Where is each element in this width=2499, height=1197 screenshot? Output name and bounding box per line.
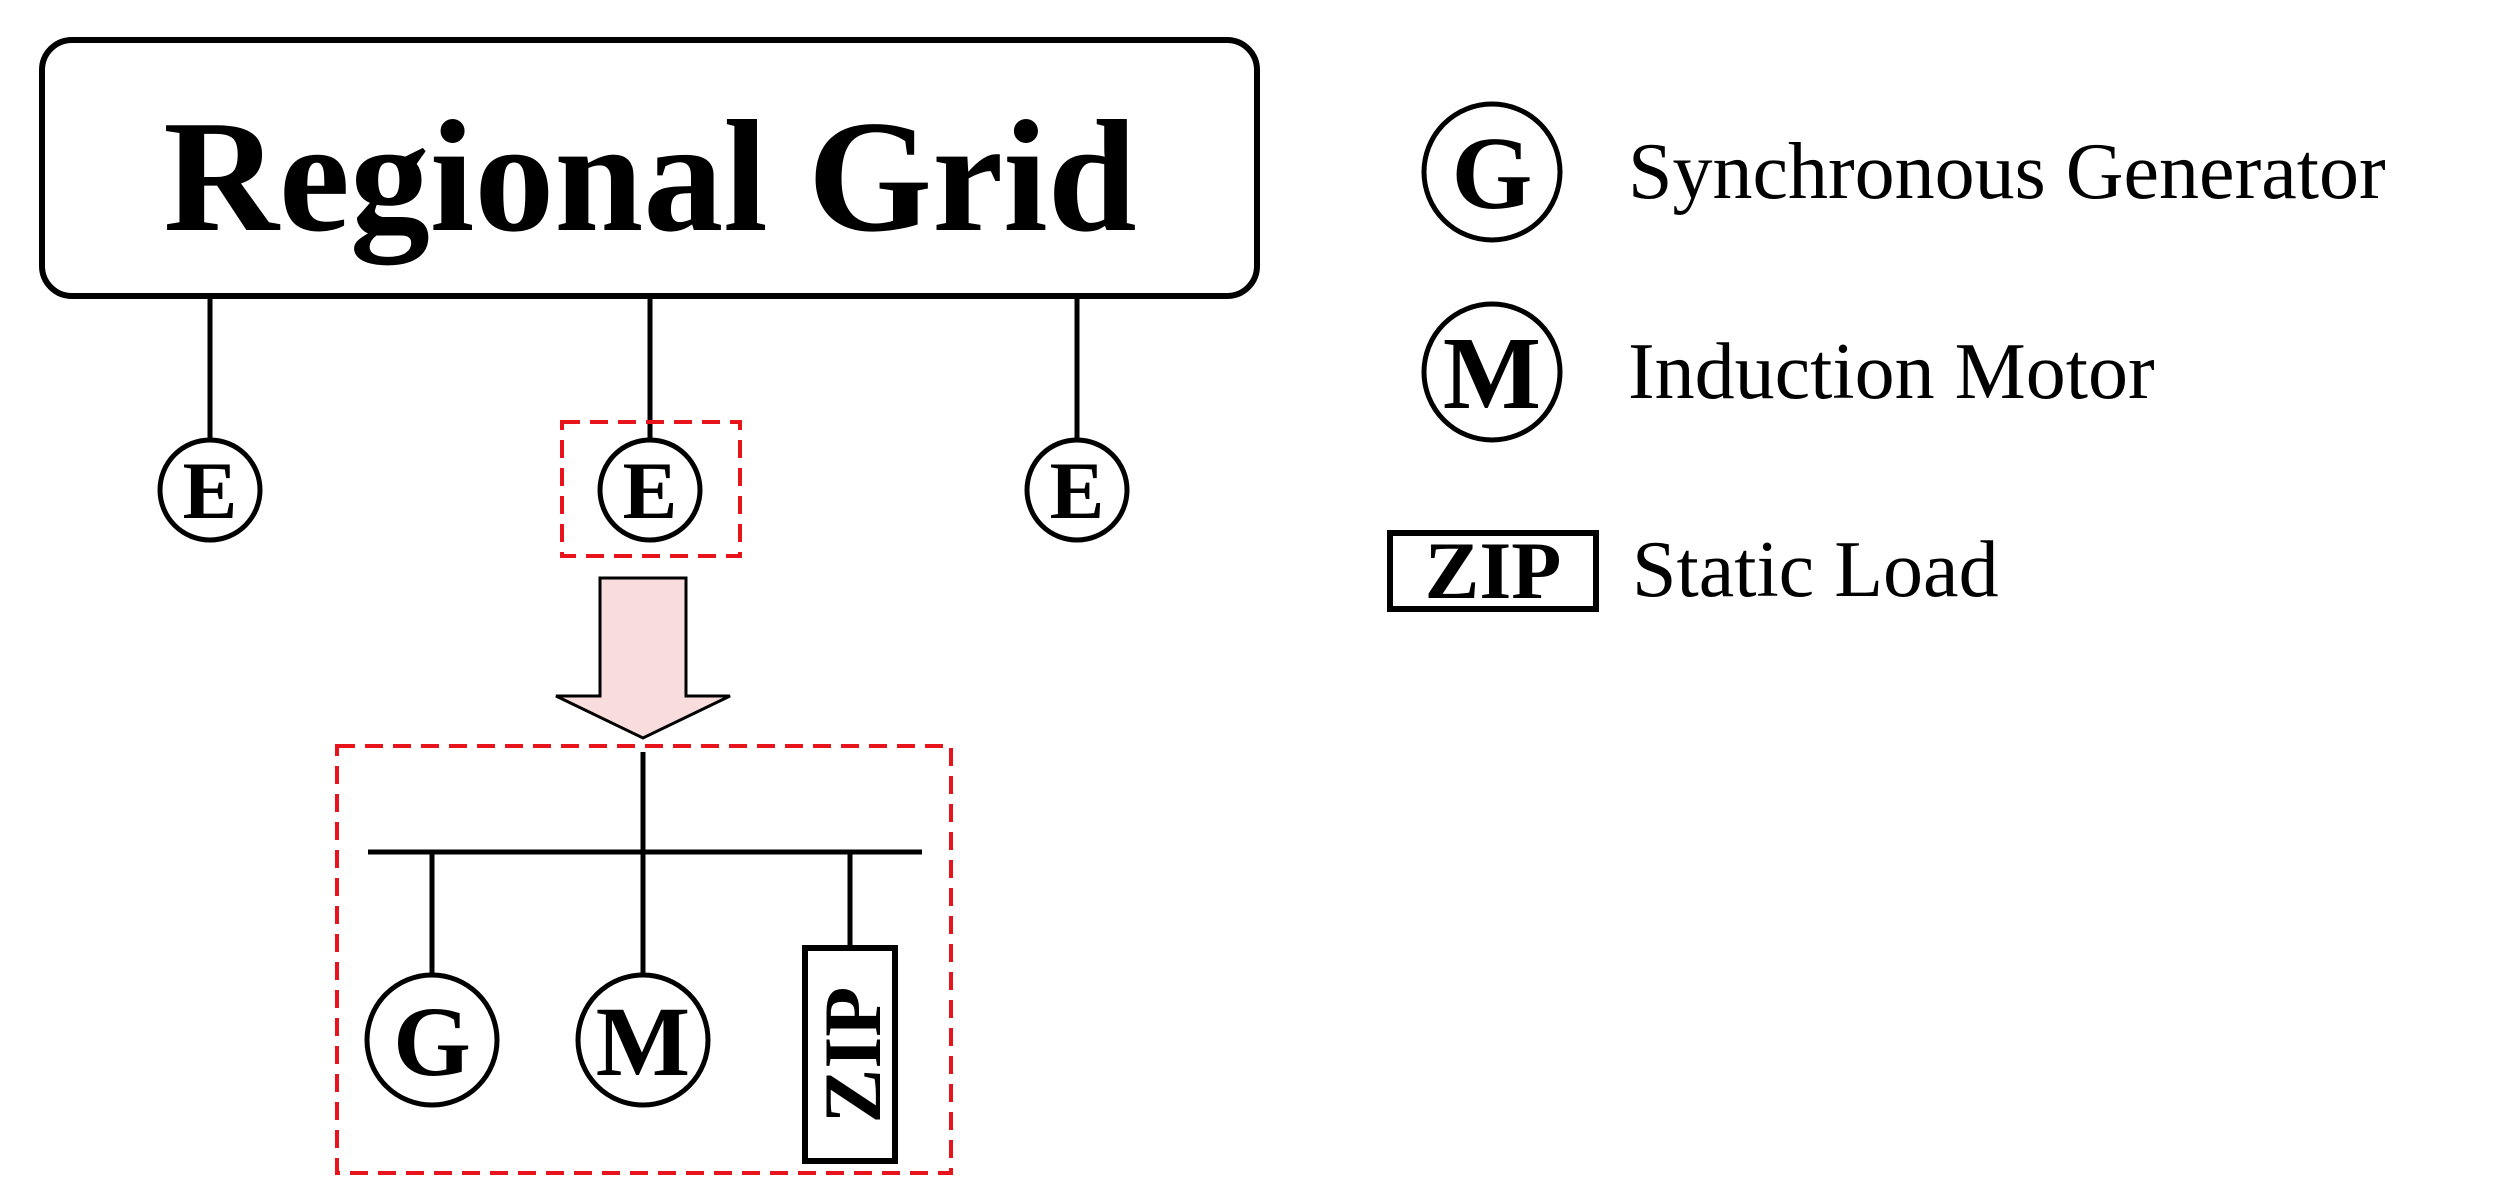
legend-motor-symbol [1421,301,1563,443]
equivalent-node-circle [1024,437,1130,543]
legend-item-zip: ZIP Static Load [1387,525,1999,616]
generator-label: G [393,986,471,1097]
equivalent-node-left: E [157,437,263,543]
detail-motor: M [575,972,711,1108]
detail-generator: G [364,972,500,1108]
legend-zip-symbol [1387,530,1599,612]
selected-node-highlight [560,420,742,558]
grid-feeders [207,296,1080,440]
legend-item-motor: M Induction Motor [1421,301,2155,443]
legend: G Synchronous Generator M Induction Moto… [1387,101,2386,616]
equivalent-node-circle [157,437,263,543]
motor-label: M [596,986,690,1097]
regional-grid-block: Regional Grid [39,37,1260,299]
generator-circle [364,972,500,1108]
zip-label: ZIP [807,987,898,1124]
legend-generator-label: Synchronous Generator [1628,128,2386,216]
detail-box-highlight [335,744,953,1175]
legend-motor-symbol-text: M [1443,316,1541,431]
legend-zip-label: Static Load [1632,526,1999,614]
legend-item-generator: G Synchronous Generator [1421,101,2386,243]
equivalent-node-right: E [1024,437,1130,543]
legend-generator-symbol [1421,101,1563,243]
equivalent-node-label: E [1050,445,1105,536]
detail-network [368,752,922,978]
legend-zip-symbol-text: ZIP [1425,525,1562,616]
detail-zip-load: ZIP [802,945,898,1164]
equivalent-node-label: E [623,445,678,536]
expand-arrow [555,576,731,740]
legend-generator-symbol-text: G [1452,116,1533,231]
equivalent-node-label: E [183,445,238,536]
motor-circle [575,972,711,1108]
legend-motor-label: Induction Motor [1628,328,2155,416]
equivalent-node-circle [597,437,703,543]
regional-grid-title: Regional Grid [163,87,1136,266]
zip-box [802,945,898,1164]
equivalent-node-center: E [597,437,703,543]
